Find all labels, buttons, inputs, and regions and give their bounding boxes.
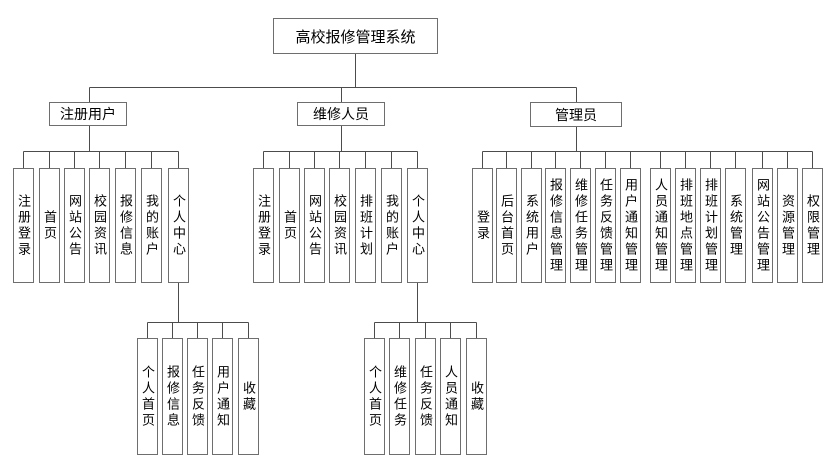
node-admin-system-user: 系统用户 <box>521 168 542 283</box>
node-admin-user-notice-mgmt: 用户通知管理 <box>620 168 641 283</box>
node-staff-pc-favorites: 收藏 <box>466 338 487 455</box>
node-staff-shift-plan: 排班计划 <box>355 168 376 283</box>
node-user-site-announcement: 网站公告 <box>64 168 85 283</box>
node-user-pc-personal-home: 个人首页 <box>137 338 158 455</box>
node-staff-personal-center: 个人中心 <box>407 168 428 283</box>
node-staff-campus-news: 校园资讯 <box>329 168 350 283</box>
node-user-campus-news: 校园资讯 <box>89 168 110 283</box>
node-branch-admin: 管理员 <box>530 102 622 127</box>
node-staff-pc-personal-home: 个人首页 <box>364 338 385 455</box>
node-user-pc-user-notice: 用户通知 <box>212 338 233 455</box>
node-staff-home: 首页 <box>279 168 300 283</box>
node-admin-permission-mgmt: 权限管理 <box>802 168 823 283</box>
node-staff-site-announcement: 网站公告 <box>304 168 325 283</box>
node-user-pc-task-feedback: 任务反馈 <box>187 338 208 455</box>
node-staff-my-account: 我的账户 <box>381 168 402 283</box>
node-user-pc-favorites: 收藏 <box>238 338 259 455</box>
node-user-repair-info: 报修信息 <box>115 168 136 283</box>
node-user-pc-repair-info: 报修信息 <box>162 338 183 455</box>
node-admin-system-mgmt: 系统管理 <box>725 168 746 283</box>
node-branch-maintenance-staff: 维修人员 <box>297 102 385 126</box>
node-root-system-title: 高校报修管理系统 <box>273 18 438 54</box>
node-staff-pc-staff-notice: 人员通知 <box>440 338 461 455</box>
node-admin-shift-location-mgmt: 排班地点管理 <box>675 168 696 283</box>
node-admin-backend-home: 后台首页 <box>496 168 517 283</box>
node-admin-staff-notice-mgmt: 人员通知管理 <box>650 168 671 283</box>
node-admin-site-announcement-mgmt: 网站公告管理 <box>752 168 773 283</box>
node-admin-repair-info-mgmt: 报修信息管理 <box>545 168 566 283</box>
node-admin-task-feedback-mgmt: 任务反馈管理 <box>595 168 616 283</box>
node-user-personal-center: 个人中心 <box>168 168 189 283</box>
node-admin-maintenance-task-mgmt: 维修任务管理 <box>570 168 591 283</box>
node-staff-pc-task-feedback: 任务反馈 <box>415 338 436 455</box>
node-user-my-account: 我的账户 <box>141 168 162 283</box>
node-admin-shift-plan-mgmt: 排班计划管理 <box>700 168 721 283</box>
node-admin-login: 登录 <box>472 168 493 283</box>
node-user-home: 首页 <box>39 168 60 283</box>
node-staff-register-login: 注册登录 <box>253 168 274 283</box>
node-staff-pc-maintenance-task: 维修任务 <box>389 338 410 455</box>
node-branch-registered-user: 注册用户 <box>49 102 127 126</box>
node-admin-resource-mgmt: 资源管理 <box>777 168 798 283</box>
node-user-register-login: 注册登录 <box>13 168 34 283</box>
